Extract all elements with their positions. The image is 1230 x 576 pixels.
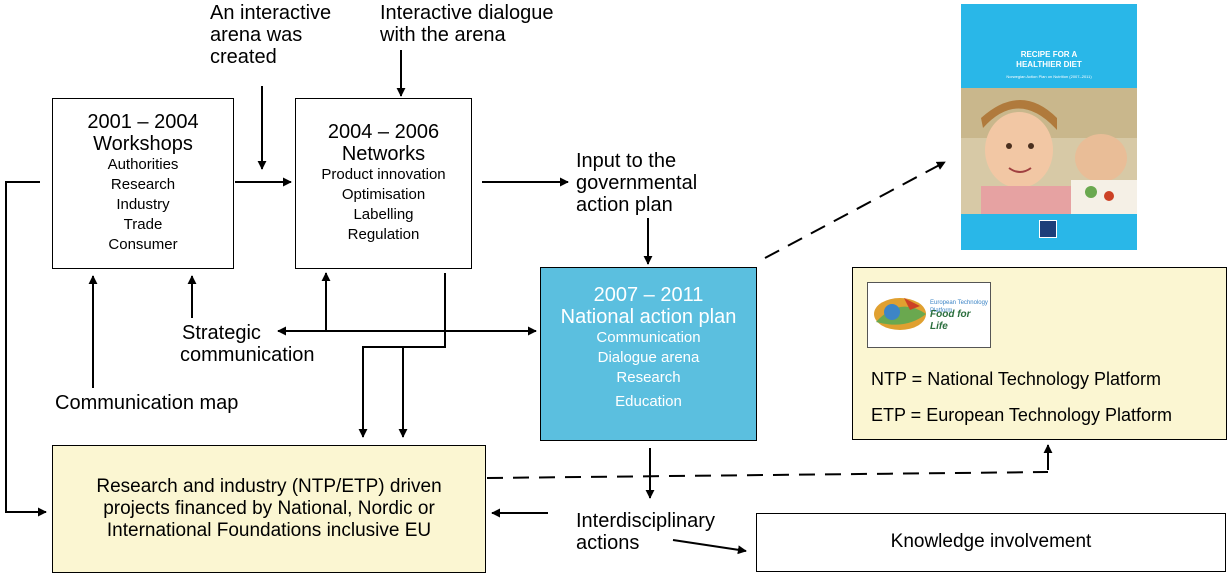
networks-item: Regulation xyxy=(347,226,420,243)
ministry-emblem-icon xyxy=(1039,220,1057,238)
national-plan-item: Communication xyxy=(596,329,701,346)
children-eating-photo xyxy=(961,88,1137,214)
food-for-life-logo: European Technology Platform Food for Li… xyxy=(867,282,991,348)
interdisciplinary-actions-label: Interdisciplinary actions xyxy=(576,510,715,554)
national-action-plan-box: 2007 – 2011 National action plan Communi… xyxy=(540,267,757,441)
networks-years: 2004 – 2006 xyxy=(327,121,440,143)
knowledge-involvement-box: Knowledge involvement xyxy=(756,513,1226,572)
arena-created-label: An interactive arena was created xyxy=(210,2,332,68)
strategic-communication-label: Strategic communication xyxy=(180,322,315,366)
workshops-years: 2001 – 2004 xyxy=(87,111,199,133)
national-plan-item: Education xyxy=(615,393,682,410)
action-plan-cover-image: RECIPE FOR A HEALTHIER DIET Norwegian Ac… xyxy=(961,4,1137,250)
networks-box: 2004 – 2006 Networks Product innovation … xyxy=(295,98,472,269)
national-plan-years: 2007 – 2011 xyxy=(593,284,704,306)
networks-item: Labelling xyxy=(353,206,414,223)
national-plan-item: Dialogue arena xyxy=(597,349,700,366)
national-plan-item: Research xyxy=(616,369,681,386)
workshops-item: Research xyxy=(110,176,176,193)
workshops-box: 2001 – 2004 Workshops Authorities Resear… xyxy=(52,98,234,269)
communication-map-label: Communication map xyxy=(55,392,239,414)
workshops-item: Consumer xyxy=(108,236,178,253)
platform-emblem-icon xyxy=(874,298,926,330)
cover-subtitle: Norwegian Action Plan on Nutrition (2007… xyxy=(1006,74,1092,79)
networks-item: Optimisation xyxy=(341,186,426,203)
workshops-item: Authorities xyxy=(107,156,179,173)
networks-title: Networks xyxy=(341,143,426,165)
etp-definition: ETP = European Technology Platform xyxy=(871,405,1173,425)
workshops-item: Trade xyxy=(123,216,163,233)
networks-item: Product innovation xyxy=(321,166,446,183)
technology-platform-note: European Technology Platform Food for Li… xyxy=(852,267,1227,440)
workshops-title: Workshops xyxy=(93,133,193,155)
ntp-definition: NTP = National Technology Platform xyxy=(871,369,1161,389)
research-industry-box: Research and industry (NTP/ETP) driven p… xyxy=(52,445,486,573)
national-plan-title: National action plan xyxy=(560,306,737,328)
cover-title: RECIPE FOR A HEALTHIER DIET xyxy=(1016,50,1082,69)
input-to-plan-label: Input to the governmental action plan xyxy=(576,150,698,216)
interactive-dialogue-label: Interactive dialogue with the arena xyxy=(380,2,554,46)
workshops-item: Industry xyxy=(116,196,170,213)
